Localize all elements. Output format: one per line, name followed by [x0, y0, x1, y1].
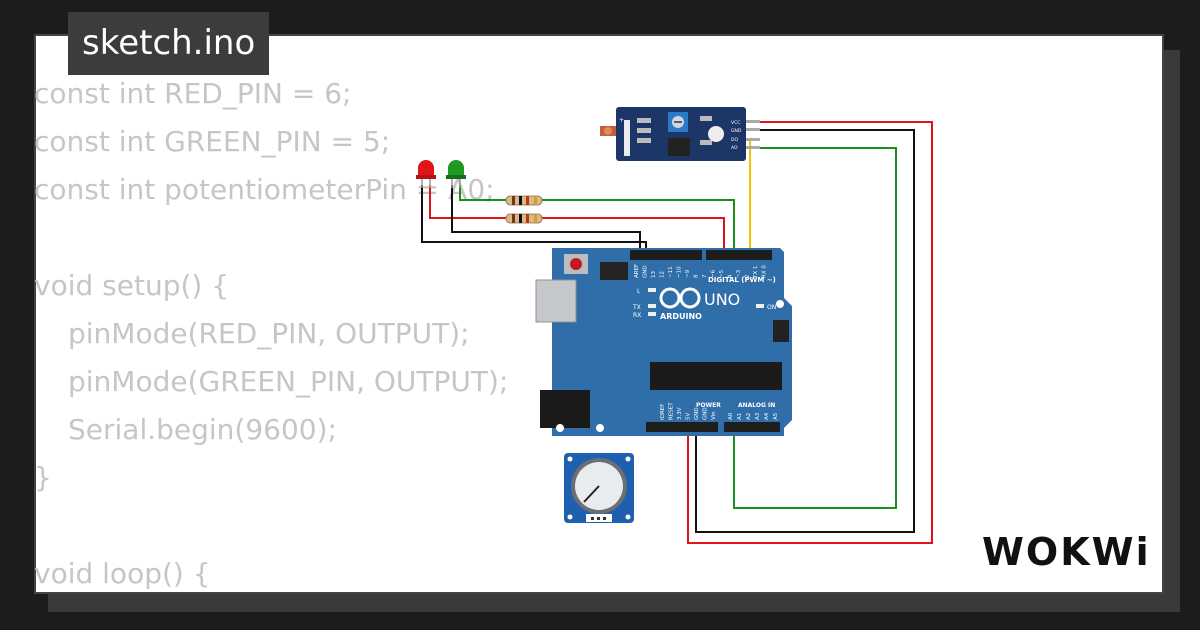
sensor-pin-gnd: GND [731, 128, 742, 134]
code-line: void setup() { [34, 269, 230, 302]
pin-label: ~3 [736, 269, 742, 278]
label-digital: DIGITAL (PWM ~) [708, 276, 776, 284]
code-line: Serial.begin(9600); [68, 413, 337, 446]
wire-green-led [459, 185, 508, 201]
wire-red-led [429, 185, 508, 219]
pin-label: RX 0 [762, 265, 768, 278]
pin-label: A0 [728, 412, 734, 420]
wire-yellow-do [749, 139, 760, 256]
pin-label: Vin [711, 411, 717, 420]
pin-label: ~11 [668, 266, 674, 278]
pin-label: AREF [634, 264, 640, 278]
code-editor: const int RED_PIN = 6; const int GREEN_PI… [34, 70, 508, 598]
pin-label: A4 [764, 412, 770, 420]
pin-label: 7 [702, 274, 708, 278]
label-l: L [637, 288, 641, 295]
sensor-pin-vcc: VCC [731, 120, 740, 126]
wire-red-d6 [540, 217, 725, 256]
pin-label: GND [694, 407, 700, 420]
code-line: const int GREEN_PIN = 5; [34, 125, 391, 158]
pin-label: ~10 [677, 266, 683, 278]
label-tx: TX [632, 304, 641, 311]
potentiometer-knob-indicator [583, 485, 600, 503]
svg-text:+: + [619, 117, 624, 124]
pin-label: GND [643, 265, 649, 278]
wire-red-vcc [687, 121, 933, 544]
sensor-pin-ao: AO [731, 145, 738, 151]
led-green[interactable] [446, 160, 466, 188]
pin-label: ~5 [719, 269, 725, 278]
code-line: } [34, 461, 52, 494]
label-power: POWER [696, 402, 721, 409]
pin-label: 2 [745, 275, 751, 279]
code-line: pinMode(GREEN_PIN, OUTPUT); [68, 365, 509, 398]
code-line: const int RED_PIN = 6; [34, 77, 352, 110]
wires [421, 121, 933, 544]
pin-label: 3.3V [677, 407, 683, 420]
wokwi-logo-text: WOKWi [982, 530, 1151, 574]
code-line: pinMode(RED_PIN, OUTPUT); [68, 317, 470, 350]
pin-label: RESET [669, 402, 675, 420]
potentiometer-module[interactable] [564, 453, 634, 523]
file-tab-sketch[interactable]: sketch.ino [68, 12, 270, 75]
arduino-infinity-icon [659, 287, 701, 309]
led-red[interactable] [416, 160, 436, 188]
board-name-uno: UNO [704, 290, 740, 309]
pin-label: 5V [686, 413, 692, 420]
wire-black-led2 [451, 185, 641, 256]
label-analog: ANALOG IN [738, 402, 775, 409]
pin-label: IOREF [660, 404, 666, 420]
pin-label: 4 [728, 274, 734, 278]
photoresistor-module[interactable]: + VCC GND DO AO [600, 107, 760, 161]
label-on: ON [767, 304, 776, 311]
code-line: void loop() { [34, 557, 211, 590]
board-name-arduino: ARDUINO [660, 312, 702, 321]
wire-green-ao [733, 147, 897, 509]
resistor-green[interactable] [505, 195, 543, 206]
pin-label: 12 [660, 271, 666, 278]
wire-black-gnd [695, 129, 915, 533]
pin-label: 13 [651, 271, 657, 278]
pin-label: ~6 [711, 269, 717, 278]
pin-label: A3 [755, 412, 761, 420]
arduino-uno-board[interactable]: UNO ARDUINO DIGITAL (PWM ~) POWER ANALOG… [535, 248, 792, 436]
pin-label: ~9 [685, 269, 691, 278]
resistor-red[interactable] [505, 213, 543, 224]
pin-label: TX 1 [753, 266, 759, 279]
sensor-pin-do: DO [731, 137, 738, 143]
label-rx: RX [633, 312, 641, 319]
pin-label: GND [703, 407, 709, 420]
pin-label: 8 [694, 274, 700, 278]
pin-label: A5 [773, 412, 779, 420]
wokwi-logo: WOKWi [982, 530, 1151, 574]
pin-label: A1 [737, 413, 743, 420]
wire-green-d5 [540, 199, 735, 256]
pin-label: A2 [746, 413, 752, 420]
